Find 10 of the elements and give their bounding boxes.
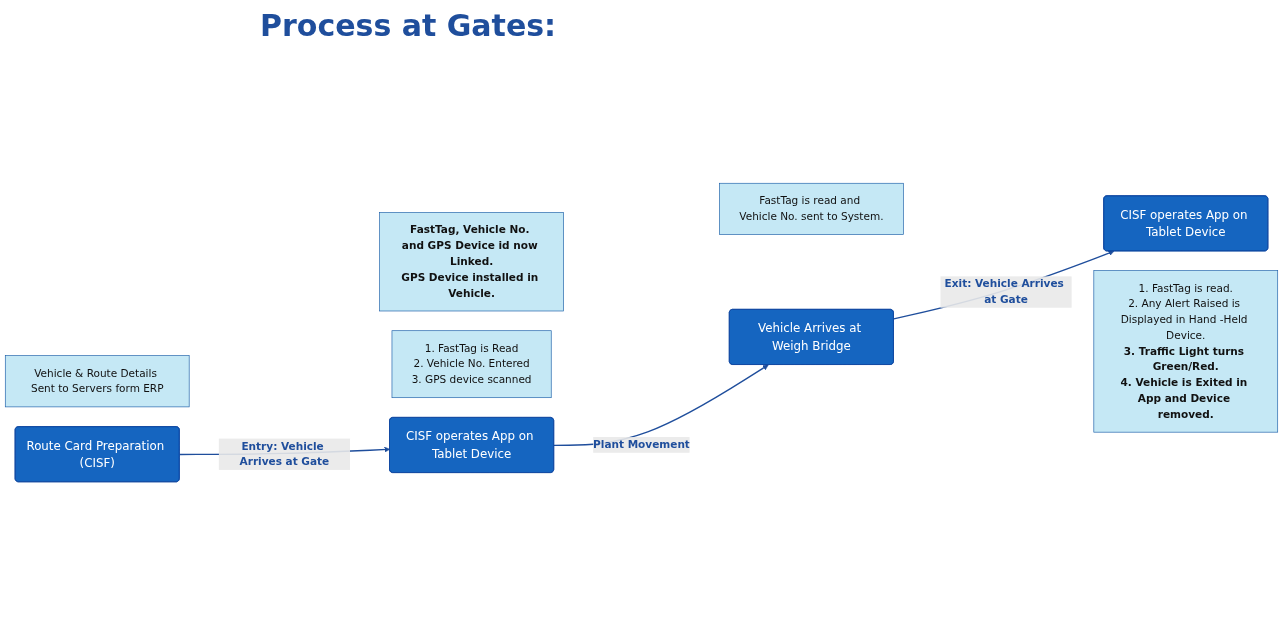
node-box: Vehicle & Route Details Sent to Servers form ERP (4, 355, 190, 408)
edge-label: Plant Movement (593, 438, 690, 452)
arrow (893, 250, 1115, 320)
edge-label: Entry: Vehicle Arrives at Gate (239, 440, 330, 469)
node-box: FastTag, Vehicle No. and GPS Device id now Linked. GPS Device installed in Vehicle. (379, 212, 564, 312)
node-box: 1. FastTag is read. 2. Any Alert Raised is Displayed in Hand -Held Device. 3. Traffic Light turns Green/Red. 4. Vehicle is Exited in App and Device removed. (1093, 270, 1279, 433)
node-box: 1. FastTag is Read 2. Vehicle No. Entered 3. GPS device scanned (391, 330, 552, 399)
diagram-title: Process at Gates: (260, 8, 558, 43)
edge-label: Exit: Vehicle Arrives at Gate (944, 278, 1064, 307)
node-box: FastTag is read and Vehicle No. sent to System. (719, 183, 904, 236)
